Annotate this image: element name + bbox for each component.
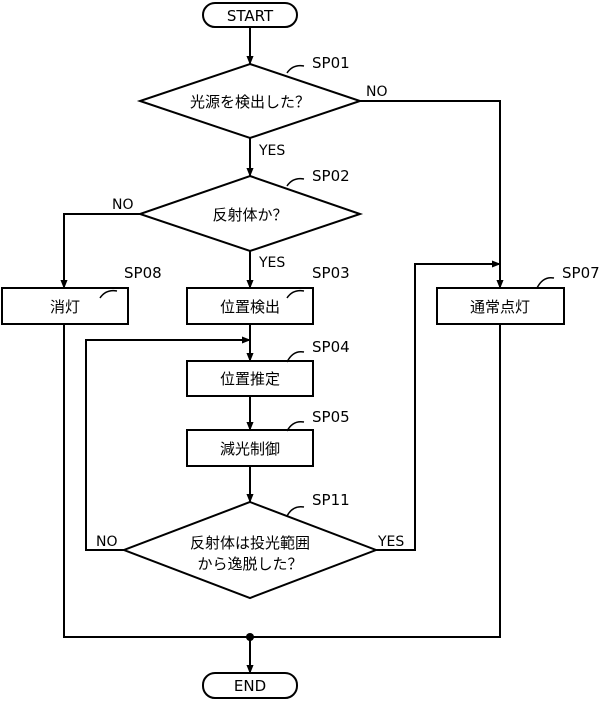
process-sp07-leader	[536, 276, 555, 289]
arrow-sp01-no-to-sp07	[360, 100, 504, 289]
process-sp05-label: 減光制御	[220, 440, 280, 458]
end-shape	[202, 672, 298, 699]
process-sp08-box	[1, 287, 129, 325]
connectors	[60, 27, 504, 674]
process-sp07-label: 通常点灯	[470, 298, 530, 316]
line-sp08-to-merge	[63, 324, 250, 638]
arrow-sp11-yes-to-sp07	[376, 260, 501, 551]
decision-sp02-id: SP02	[312, 167, 350, 185]
decision-sp01: 光源を検出した？ SP01 NO YES	[136, 54, 388, 159]
process-sp04: 位置推定 SP04	[186, 338, 350, 397]
process-sp03: 位置検出 SP03	[186, 264, 350, 325]
process-sp05-box	[186, 429, 314, 467]
process-sp03-box	[186, 287, 314, 325]
decision-sp02-yes-label: YES	[258, 255, 285, 271]
decision-sp11-question-line2: から逸脱した？	[197, 555, 302, 573]
process-sp08: 消灯 SP08	[1, 264, 162, 325]
process-sp04-leader	[286, 350, 305, 363]
process-sp08-id: SP08	[124, 264, 162, 282]
decision-sp11: 反射体は投光範囲 から逸脱した？ SP11 NO YES	[96, 491, 404, 600]
arrow-sp02-no-to-sp08	[60, 213, 142, 289]
process-sp03-id: SP03	[312, 264, 350, 282]
decision-sp02: 反射体か？ SP02 NO YES	[112, 167, 364, 271]
decision-sp11-leader	[286, 505, 305, 517]
line-sp07-to-merge	[250, 324, 501, 638]
merge-junction-dot	[246, 633, 254, 641]
process-sp07: 通常点灯 SP07	[436, 264, 600, 325]
process-sp04-box	[186, 360, 314, 397]
decision-sp01-question: 光源を検出した？	[190, 93, 310, 111]
process-sp07-box	[436, 287, 565, 325]
process-sp08-label: 消灯	[50, 298, 80, 316]
decision-sp11-yes-label: YES	[377, 534, 404, 550]
process-sp08-leader	[99, 289, 118, 299]
decision-sp02-question: 反射体か？	[212, 206, 287, 224]
start-label: START	[227, 7, 274, 25]
process-sp07-id: SP07	[562, 264, 600, 282]
decision-sp11-shape	[121, 500, 379, 600]
decision-sp02-shape	[136, 174, 364, 253]
start-shape	[202, 2, 298, 28]
end-label: END	[234, 677, 266, 695]
decision-sp02-leader	[286, 177, 305, 187]
start-terminal: START	[202, 2, 298, 28]
decision-sp01-shape	[136, 62, 364, 140]
decision-sp02-no-label: NO	[112, 197, 134, 213]
process-sp03-label: 位置検出	[220, 298, 280, 316]
process-sp03-leader	[286, 289, 305, 299]
decision-sp01-no-label: NO	[366, 84, 388, 100]
decision-sp11-question-line1: 反射体は投光範囲	[190, 534, 310, 552]
decision-sp01-leader	[286, 64, 305, 74]
process-sp05-leader	[286, 420, 305, 432]
process-sp05: 減光制御 SP05	[186, 408, 350, 467]
process-sp04-label: 位置推定	[220, 370, 280, 388]
process-sp04-id: SP04	[312, 338, 350, 356]
end-terminal: END	[202, 672, 298, 699]
process-sp05-id: SP05	[312, 408, 350, 426]
decision-sp01-id: SP01	[312, 54, 350, 72]
arrow-sp11-no-loop	[85, 336, 251, 551]
decision-sp11-no-label: NO	[96, 534, 118, 550]
decision-sp11-id: SP11	[312, 491, 350, 509]
decision-sp01-yes-label: YES	[258, 143, 285, 159]
